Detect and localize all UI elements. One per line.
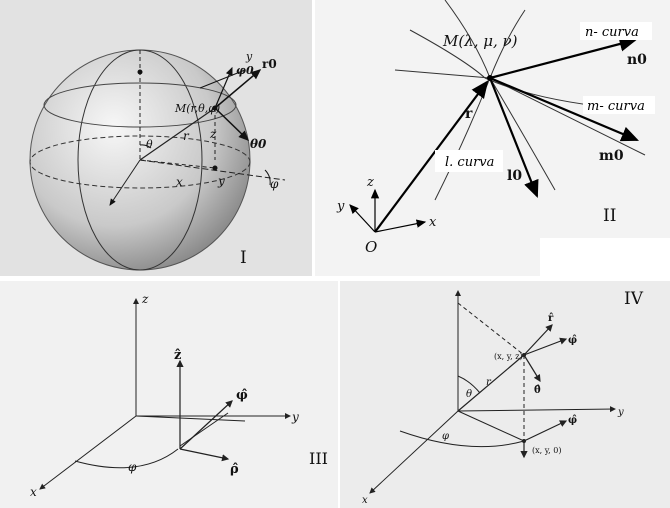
- label-y: y: [617, 407, 624, 418]
- panel-numeral: I: [240, 248, 247, 268]
- label-n0: n0: [627, 52, 647, 68]
- sphere-diagram: M(r,θ,φ) r0 φ0 θ0 y z r θ x y φ: [0, 0, 312, 276]
- label-phi-hat: φ̂: [236, 388, 248, 403]
- label-y: y: [291, 410, 299, 424]
- label-r: r: [486, 377, 492, 388]
- label-y-top: y: [245, 50, 253, 63]
- panel-numeral: IV: [624, 289, 643, 309]
- label-phi0: φ0: [236, 64, 254, 77]
- point-label-M: M(r,θ,φ): [174, 102, 220, 115]
- label-x: x: [30, 485, 37, 499]
- label-l0: l0: [507, 168, 522, 184]
- label-r: r: [465, 106, 473, 122]
- panel-spherical-unit-vectors: (x, y, z) (x, y, 0) θ φ r r̂ φ̂ θ̂ φ̂ y …: [340, 281, 670, 508]
- label-l-curve: l. curva: [445, 155, 494, 170]
- label-theta0: θ0: [250, 137, 267, 151]
- label-theta-hat: θ̂: [534, 385, 541, 396]
- spherical-vectors-diagram: (x, y, z) (x, y, 0) θ φ r r̂ φ̂ θ̂ φ̂ y …: [362, 290, 624, 506]
- label-r-hat: r̂: [548, 313, 554, 324]
- label-r0: r0: [262, 57, 277, 71]
- equator: [29, 135, 251, 189]
- label-z-hat: ẑ: [174, 348, 181, 363]
- label-r: r: [183, 129, 190, 143]
- label-phi-hat-lower: φ̂: [568, 415, 577, 426]
- label-z: z: [141, 292, 149, 306]
- label-point-xyz: (x, y, z): [494, 352, 523, 361]
- label-x: x: [176, 175, 183, 189]
- label-m0: m0: [599, 148, 624, 164]
- label-phi: φ: [442, 431, 449, 442]
- cylindrical-diagram: z y x φ ẑ φ̂ ρ̂: [30, 292, 299, 499]
- label-n-curve: n- curva: [585, 25, 639, 40]
- label-x: x: [429, 215, 437, 230]
- axis-y: [139, 159, 286, 181]
- panel-spherical-sphere: M(r,θ,φ) r0 φ0 θ0 y z r θ x y φ I: [0, 0, 312, 276]
- curvilinear-diagram: n- curva m- curva l. curva M(λ, μ, ν) n0…: [336, 0, 670, 276]
- label-m-curve: m- curva: [587, 99, 645, 114]
- label-phi: φ: [270, 177, 279, 191]
- label-O: O: [365, 238, 377, 256]
- label-z: z: [209, 127, 217, 141]
- label-theta: θ: [466, 389, 472, 400]
- panel-numeral: II: [603, 206, 617, 226]
- label-rho-hat: ρ̂: [230, 462, 239, 477]
- point-label-M: M(λ, μ, ν): [442, 32, 518, 50]
- panel-numeral: III: [309, 449, 328, 468]
- label-y: y: [336, 199, 345, 214]
- panel-curvilinear: n- curva m- curva l. curva M(λ, μ, ν) n0…: [315, 0, 670, 276]
- axis-x: [109, 159, 141, 206]
- label-z: z: [366, 175, 374, 190]
- label-phi: φ: [128, 460, 137, 474]
- label-point-xy0: (x, y, 0): [532, 446, 561, 455]
- label-x: x: [362, 495, 368, 506]
- label-phi-hat: φ̂: [568, 335, 577, 346]
- label-theta: θ: [146, 138, 153, 151]
- label-y: y: [217, 174, 225, 188]
- panel-cylindrical: z y x φ ẑ φ̂ ρ̂ III: [0, 281, 338, 508]
